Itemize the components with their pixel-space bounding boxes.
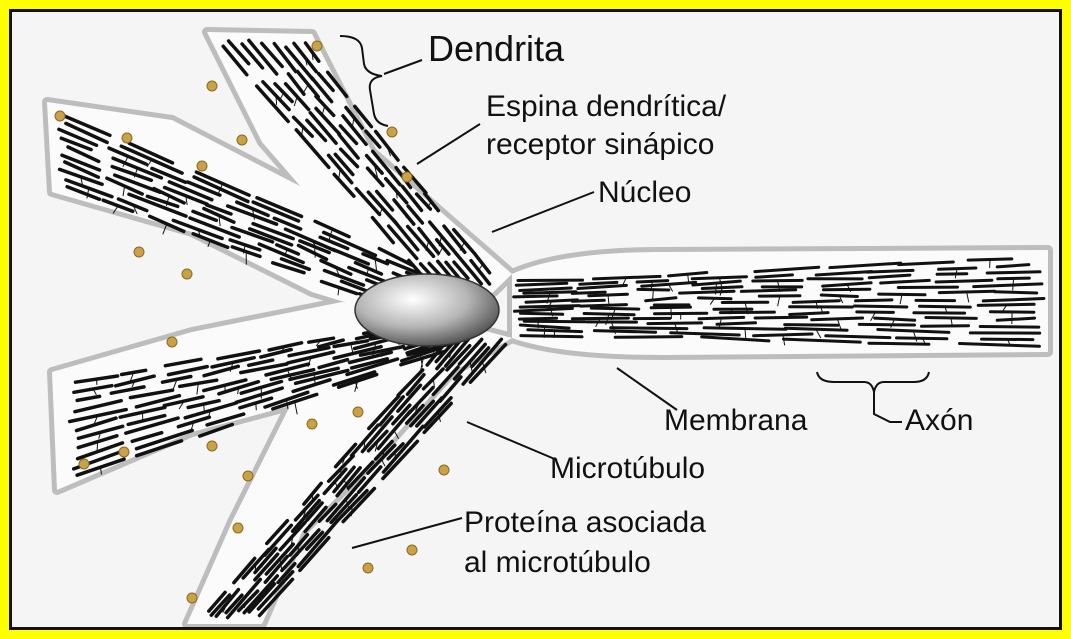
dendritic-spine bbox=[207, 441, 217, 451]
proteina-pointer bbox=[352, 518, 462, 548]
nucleo-pointer bbox=[492, 192, 594, 232]
axon-microtubule bbox=[978, 304, 1034, 305]
dendritic-spine bbox=[122, 133, 132, 143]
axon-microtubule bbox=[856, 300, 892, 301]
axon-microtubule bbox=[824, 289, 870, 290]
axon-microtubule bbox=[936, 280, 992, 282]
axon-pointer bbox=[874, 392, 902, 422]
axon-microtubule bbox=[998, 278, 1030, 279]
label-membrana: Membrana bbox=[664, 404, 807, 439]
axon-microtubule bbox=[521, 313, 563, 314]
axon-microtubule bbox=[939, 291, 994, 292]
axon-microtubule bbox=[922, 326, 969, 327]
axon-microtubule bbox=[968, 259, 1012, 260]
dendritic-spine bbox=[243, 471, 253, 481]
axon-microtubule bbox=[516, 283, 567, 285]
axon-microtubule bbox=[980, 327, 1039, 328]
label-espina-dendritica: Espina dendrítica/ bbox=[486, 90, 726, 125]
axon-microtubule bbox=[591, 308, 639, 309]
dendritic-spine bbox=[439, 465, 449, 475]
axon-microtubule bbox=[611, 328, 687, 329]
dendritic-spine bbox=[197, 161, 207, 171]
axon-microtubule bbox=[857, 312, 894, 313]
axon-brace bbox=[817, 372, 929, 392]
dendritic-spine bbox=[55, 111, 65, 121]
axon-microtubule bbox=[717, 323, 756, 325]
axon-microtubule bbox=[594, 331, 655, 333]
axon-microtubule bbox=[755, 317, 807, 318]
dendritic-spine bbox=[387, 127, 397, 137]
label-proteina-asociada: Proteína asociada bbox=[464, 506, 706, 541]
dendritic-spine bbox=[312, 41, 322, 51]
axon-microtubule bbox=[854, 306, 906, 307]
dendritic-spine bbox=[307, 419, 317, 429]
axon-microtubule bbox=[524, 321, 585, 322]
axon-microtubule bbox=[615, 337, 682, 338]
dendritic-spine bbox=[402, 172, 412, 182]
label-al-microtubulo: al microtúbulo bbox=[464, 546, 651, 581]
axon-microtubule bbox=[826, 336, 890, 338]
dendritic-spine bbox=[187, 593, 197, 603]
label-microtubulo: Microtúbulo bbox=[550, 452, 705, 487]
axon-microtubule bbox=[514, 296, 557, 297]
dendritic-spine bbox=[233, 523, 243, 533]
axon-microtubule bbox=[573, 300, 605, 301]
axon-microtubule bbox=[995, 292, 1037, 293]
axon-microtubule bbox=[859, 324, 914, 325]
dendritic-spine bbox=[363, 563, 373, 573]
label-nucleo: Núcleo bbox=[598, 176, 691, 211]
dendrita-pointer bbox=[384, 60, 422, 74]
axon-cytoplasm bbox=[512, 250, 1048, 355]
dendritic-spine bbox=[353, 407, 363, 417]
dendritic-spine bbox=[79, 459, 89, 469]
label-receptor-sinaptico: receptor sinápico bbox=[486, 128, 714, 163]
axon-microtubule bbox=[572, 292, 605, 293]
dendritic-spine bbox=[407, 545, 417, 555]
dendrite-top-map-crosslink bbox=[276, 96, 277, 105]
dendritic-spine bbox=[119, 447, 129, 457]
axon-microtubule bbox=[521, 336, 582, 337]
dendritic-spine bbox=[182, 269, 192, 279]
microtubulo-pointer bbox=[467, 422, 557, 460]
axon-microtubule bbox=[785, 325, 838, 326]
axon-microtubule bbox=[937, 274, 967, 275]
axon-microtubule bbox=[741, 290, 795, 292]
dendritic-spine bbox=[237, 135, 247, 145]
axon-microtubule bbox=[720, 312, 774, 313]
dendritic-spine bbox=[134, 247, 144, 257]
dendritic-spine bbox=[207, 81, 217, 91]
axon-microtubule bbox=[580, 282, 617, 284]
dendritic-spine bbox=[167, 337, 177, 347]
axon-microtubule bbox=[990, 312, 1034, 313]
axon-microtubule bbox=[790, 313, 828, 315]
label-dendrita: Dendrita bbox=[428, 28, 564, 69]
axon-microtubule bbox=[589, 294, 628, 296]
espina-pointer bbox=[417, 124, 480, 164]
axon-microtubule bbox=[869, 343, 929, 344]
label-axon: Axón bbox=[905, 404, 973, 439]
axon-microtubule bbox=[581, 305, 627, 307]
axon-microtubule bbox=[867, 270, 913, 272]
axon-microtubule bbox=[680, 291, 734, 293]
axon-microtubule bbox=[987, 272, 1040, 273]
nucleus-shape bbox=[355, 274, 499, 346]
axon-microtubule bbox=[926, 318, 976, 319]
axon-microtubule bbox=[651, 307, 690, 308]
diagram-panel: Dendrita Espina dendrítica/ receptor sin… bbox=[9, 9, 1062, 630]
